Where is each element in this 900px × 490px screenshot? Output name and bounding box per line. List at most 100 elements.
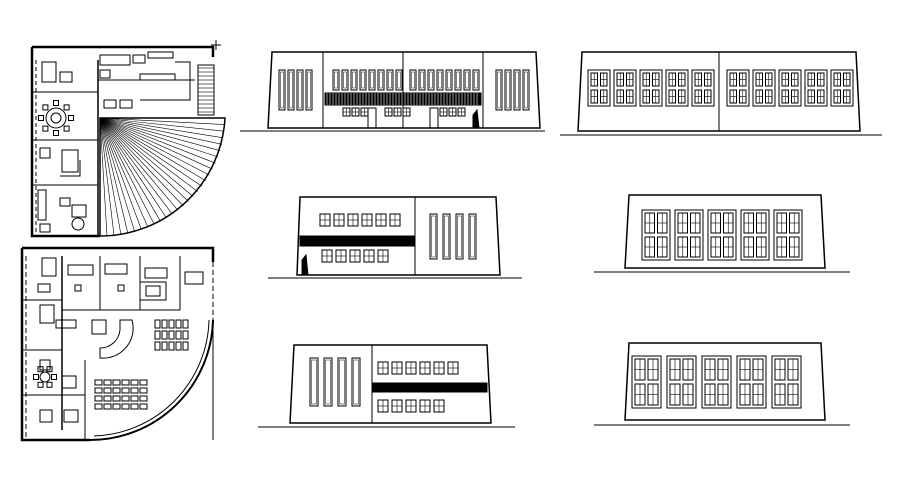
window-pane: [361, 71, 365, 89]
window-pane: [289, 71, 293, 109]
fan-line: [99, 117, 115, 236]
chair: [37, 366, 44, 373]
window: [368, 69, 376, 91]
desk: [139, 395, 148, 402]
window-pane: [506, 71, 510, 109]
fan-line: [99, 117, 129, 234]
window: [377, 69, 385, 91]
window-pane: [298, 71, 302, 109]
desk: [112, 379, 121, 386]
window: [454, 69, 462, 91]
desk: [103, 395, 112, 402]
desk: [139, 403, 148, 410]
window: [323, 357, 333, 407]
window-bay: [631, 355, 662, 409]
window: [442, 213, 451, 260]
window-pane: [497, 71, 501, 109]
window: [513, 69, 521, 111]
fan-line: [99, 117, 179, 211]
rear-elevation-windows: [587, 69, 854, 107]
window: [350, 69, 358, 91]
window-bay: [665, 69, 689, 107]
window-bay: [740, 209, 770, 261]
window-pane: [457, 215, 462, 258]
window-bay: [639, 69, 663, 107]
chair: [51, 374, 57, 380]
side-elevation-right-2: [594, 342, 850, 426]
window-bay: [707, 209, 737, 261]
fan-line: [99, 117, 108, 236]
fan-line: [99, 117, 155, 225]
desk: [94, 395, 103, 402]
window-pane: [334, 71, 338, 89]
side-elevation-left-2: [258, 344, 515, 428]
desk: [103, 403, 112, 410]
window-pane: [515, 71, 519, 109]
desk: [182, 341, 189, 351]
classroom-desks-upper: [154, 319, 189, 351]
window-pane: [474, 71, 478, 89]
round-table-chairs-lower: [33, 366, 57, 388]
window: [351, 357, 361, 407]
window-pane: [465, 71, 469, 89]
window: [504, 69, 512, 111]
lower-floor-plan: [20, 246, 215, 442]
fan-line: [99, 117, 161, 222]
window-bay: [613, 69, 637, 107]
side-elevation-right-1: [594, 194, 850, 273]
fan-line: [99, 117, 135, 232]
desk: [154, 341, 161, 351]
window: [427, 69, 435, 91]
desk: [103, 387, 112, 394]
desk: [94, 403, 103, 410]
fan-line: [99, 117, 222, 145]
window: [436, 69, 444, 91]
desk: [130, 387, 139, 394]
window: [429, 213, 438, 260]
rear-elevation: [560, 51, 882, 136]
fan-line: [99, 117, 216, 164]
fan-line: [99, 117, 189, 202]
desk: [94, 379, 103, 386]
front-elevation: [240, 51, 545, 132]
window: [332, 69, 340, 91]
window-pane: [343, 71, 347, 89]
window-pane: [311, 359, 317, 405]
desk: [161, 330, 168, 340]
desk: [161, 341, 168, 351]
fan-line: [99, 117, 203, 187]
desk: [168, 330, 175, 340]
window-bay: [778, 69, 802, 107]
desk: [182, 330, 189, 340]
desk: [94, 387, 103, 394]
window-pane: [353, 359, 359, 405]
side-elevation-left-1: [268, 196, 522, 279]
desk: [121, 387, 130, 394]
window: [418, 69, 426, 91]
window-bay: [587, 69, 611, 107]
desk: [182, 319, 189, 329]
fan-line: [99, 117, 213, 170]
window: [455, 213, 464, 260]
chair: [63, 125, 70, 132]
window: [305, 69, 313, 111]
fan-line: [99, 117, 225, 125]
fan-line: [99, 117, 219, 158]
desk: [175, 330, 182, 340]
chair: [63, 104, 70, 111]
desk: [112, 395, 121, 402]
window-pane: [524, 71, 528, 109]
window-pane: [370, 71, 374, 89]
fan-line: [99, 117, 142, 230]
fan-line: [99, 117, 210, 176]
side-elevation-left-1-windows: [319, 213, 477, 263]
chair: [68, 115, 74, 121]
window-pane: [438, 71, 442, 89]
window: [278, 69, 286, 111]
window-pane: [420, 71, 424, 89]
stair-fan-hatching: [99, 117, 225, 236]
window-bay: [736, 355, 767, 409]
window: [522, 69, 530, 111]
fan-line: [99, 117, 224, 139]
